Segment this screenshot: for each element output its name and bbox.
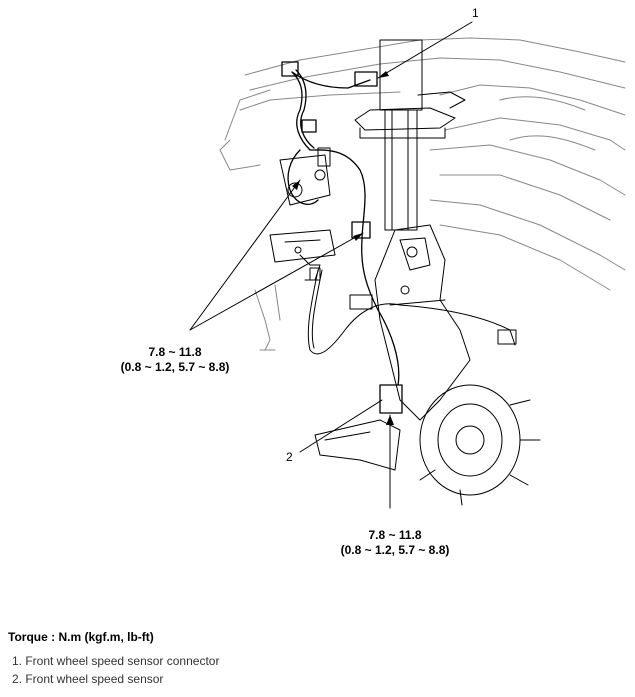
strut [354, 39, 466, 231]
torque-upper-value: 7.8 ~ 11.8 [148, 345, 202, 359]
body-panel-outline [219, 37, 626, 291]
legend-item: 2. Front wheel speed sensor [12, 672, 164, 686]
leader-arrowheads [292, 71, 394, 425]
lower-arm [314, 419, 401, 471]
callout-2: 2 [286, 450, 293, 464]
sensor-clip [279, 147, 331, 206]
torque-label-lower: 7.8 ~ 11.8 (0.8 ~ 1.2, 5.7 ~ 8.8) [325, 528, 465, 558]
sensor-wire [281, 61, 403, 414]
wheel-hub [419, 384, 541, 506]
body-bracket [269, 229, 336, 281]
torque-lower-alt: (0.8 ~ 1.2, 5.7 ~ 8.8) [340, 543, 450, 557]
torque-upper-alt: (0.8 ~ 1.2, 5.7 ~ 8.8) [120, 360, 230, 374]
brake-hose [307, 269, 517, 355]
torque-label-upper: 7.8 ~ 11.8 (0.8 ~ 1.2, 5.7 ~ 8.8) [105, 345, 245, 375]
leader-lines [189, 21, 473, 509]
callout-1: 1 [472, 6, 479, 20]
torque-heading: Torque : N.m (kgf.m, lb-ft) [8, 630, 154, 644]
legend-list: 1. Front wheel speed sensor connector 2.… [12, 652, 219, 688]
suspension-diagram [189, 21, 626, 509]
legend-item: 1. Front wheel speed sensor connector [12, 654, 220, 668]
torque-lower-value: 7.8 ~ 11.8 [368, 528, 422, 542]
knuckle [374, 224, 471, 421]
left-body-structure [254, 284, 281, 351]
